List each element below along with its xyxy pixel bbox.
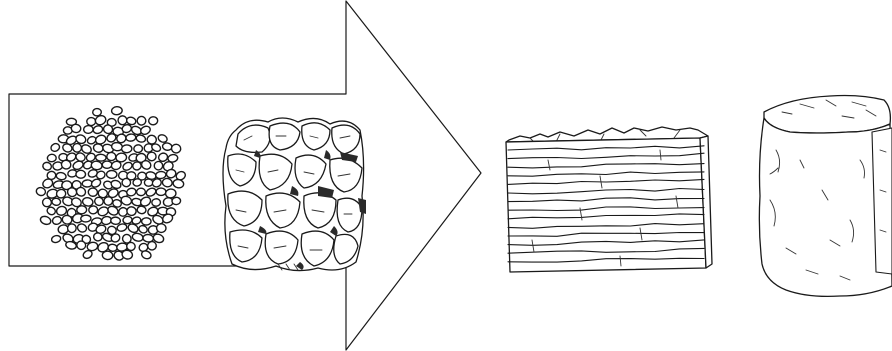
sediment-grain	[123, 216, 133, 224]
sediment-grain	[42, 198, 51, 207]
sediment-grain	[118, 116, 127, 125]
sediment-grain	[156, 223, 166, 233]
sediment-grain	[92, 125, 103, 135]
sediment-grain	[107, 152, 116, 160]
sediment-grain	[172, 179, 184, 189]
massive-rock-block-icon	[759, 96, 892, 297]
sediment-grain	[42, 161, 53, 171]
sediment-grain	[76, 170, 86, 178]
sediment-grain	[139, 125, 151, 136]
sediment-grain	[106, 170, 117, 178]
rounded-cobbles-pile-icon	[223, 118, 366, 271]
sediment-grain	[165, 189, 176, 199]
sediment-grain	[88, 206, 97, 215]
sediment-grain	[39, 215, 51, 226]
sediment-grain	[108, 244, 118, 252]
sediment-grain	[111, 217, 121, 225]
sediment-grain	[83, 125, 93, 133]
sediment-grain	[172, 197, 181, 205]
sediment-grain	[122, 161, 134, 172]
sediment-grain	[126, 187, 137, 197]
sediment-grain	[93, 108, 102, 116]
loose-sediment-grains-icon	[35, 106, 186, 261]
sediment-grain	[132, 232, 144, 242]
sediment-grain	[102, 251, 113, 260]
sediment-grain	[96, 154, 107, 161]
sediment-grain	[171, 144, 181, 154]
sediment-grain	[142, 218, 152, 225]
sediment-grain	[157, 133, 168, 143]
sediment-grain	[56, 172, 67, 181]
sediment-grain	[162, 142, 172, 151]
sediment-grain	[144, 179, 153, 187]
sediment-grain	[121, 145, 132, 153]
sediment-grain	[55, 205, 67, 216]
sediment-grain	[156, 188, 166, 196]
sediment-grain	[91, 161, 103, 171]
sediment-grain	[147, 152, 157, 162]
sediment-grain	[135, 134, 146, 143]
sediment-grain	[71, 124, 82, 134]
sediment-grain	[51, 198, 60, 206]
sediment-grain	[126, 134, 136, 142]
sediment-grain	[51, 235, 62, 244]
sediment-grain	[155, 171, 166, 179]
sediment-grain	[134, 145, 143, 153]
sediment-grain	[35, 187, 46, 197]
sediment-grain	[72, 143, 82, 153]
sediment-grain	[111, 106, 122, 115]
layered-sedimentary-rock-icon	[506, 127, 712, 272]
sediment-grain	[102, 161, 112, 168]
sediment-grain	[47, 154, 56, 162]
sediment-grain	[152, 198, 161, 206]
sediment-grain	[138, 224, 149, 234]
sediment-grain	[137, 206, 147, 215]
sediment-grain	[145, 187, 157, 198]
sediment-grain	[50, 142, 61, 153]
sediment-grain	[148, 116, 158, 125]
sediment-grain	[136, 115, 147, 126]
sediment-grain	[81, 215, 91, 222]
sediment-grain	[87, 117, 96, 125]
sediment-grain	[88, 188, 98, 197]
sediment-grain	[77, 205, 87, 214]
sediment-grain	[76, 223, 88, 234]
sediment-grain	[127, 207, 137, 216]
sediment-grain	[162, 178, 173, 188]
sediment-grain	[51, 215, 62, 225]
sediment-grain	[137, 188, 146, 196]
